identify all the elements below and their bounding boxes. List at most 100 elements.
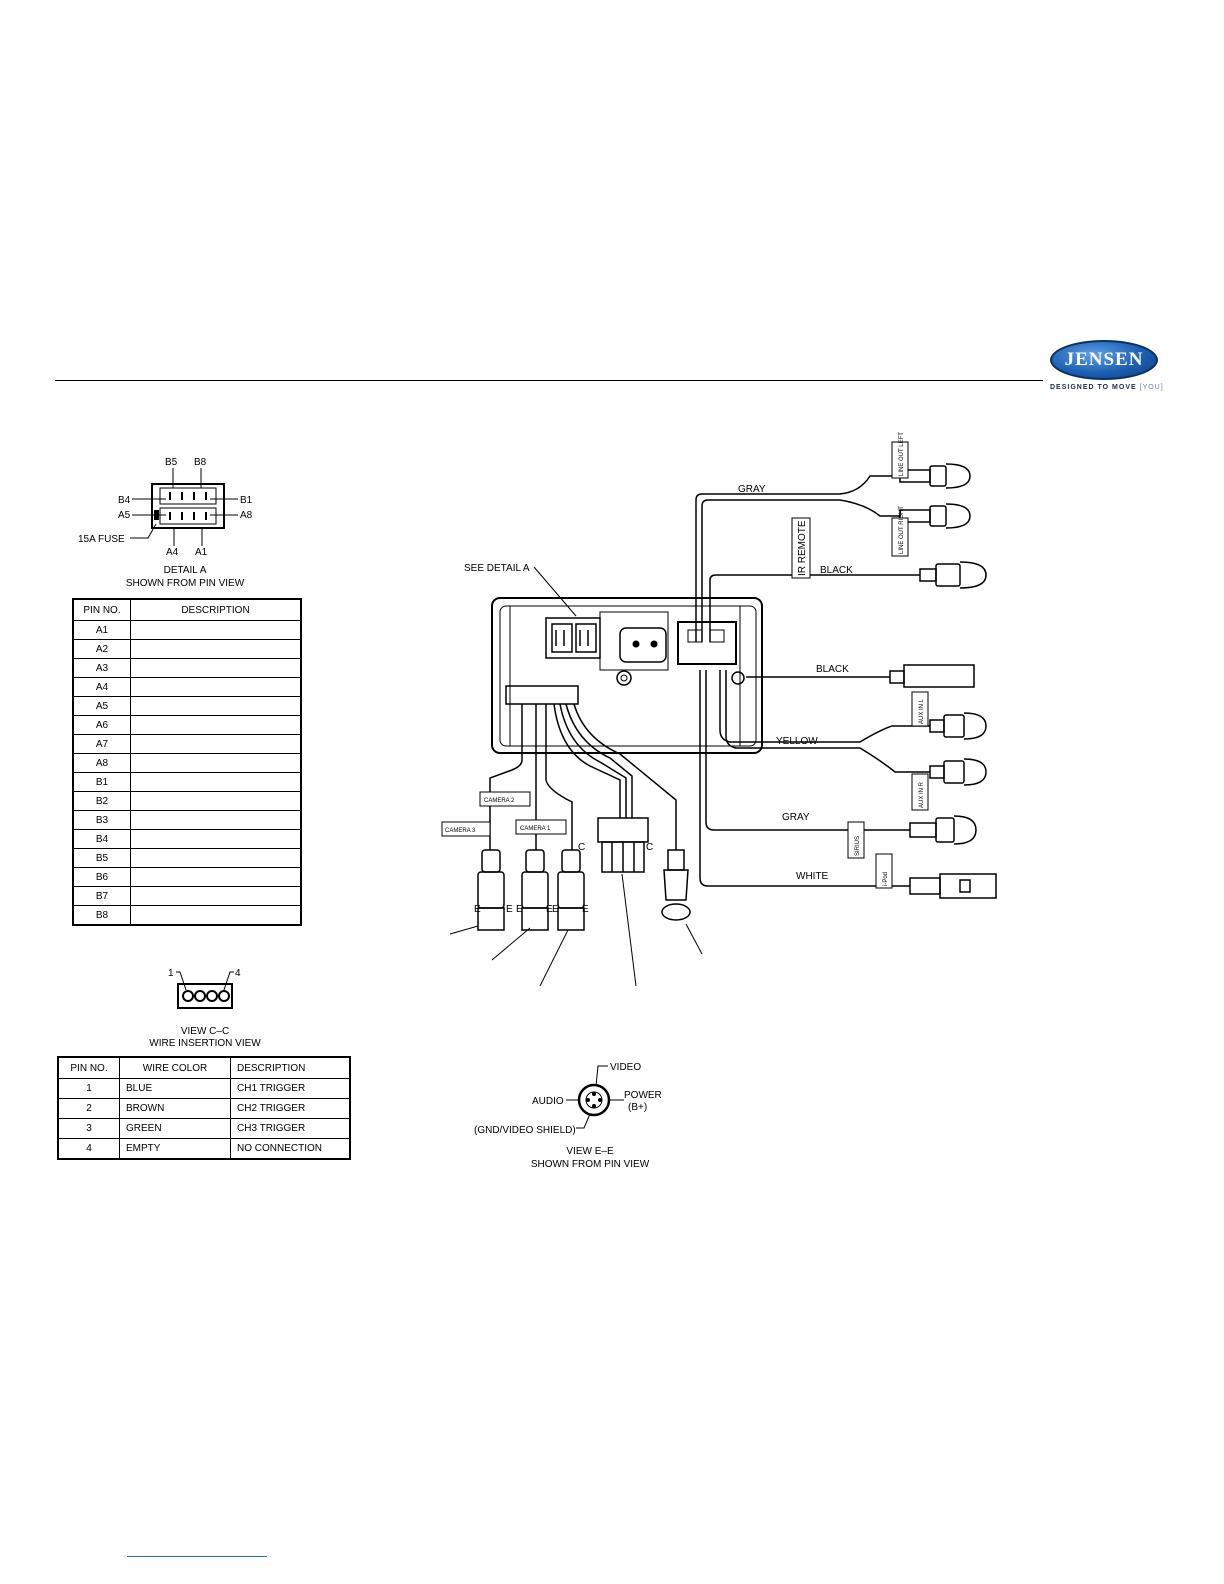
section-e-2: E (506, 904, 513, 915)
tag-line-out-left: LINE OUT LEFT (899, 432, 905, 476)
detail-a-inner-bottom (159, 507, 217, 525)
pin-cell: B1 (72, 772, 131, 792)
detail-a-pin-marks (169, 492, 207, 520)
vertical-tags (791, 441, 929, 889)
table-row: B5 (72, 848, 302, 868)
wire-yellow: YELLOW (776, 736, 818, 747)
view-e-gnd: (GND/VIDEO SHIELD) (474, 1125, 576, 1136)
color-cell: BLUE (119, 1078, 231, 1099)
view-e-audio: AUDIO (532, 1096, 564, 1107)
view-c-pin-last: 4 (235, 968, 241, 979)
label-b4: B4 (118, 495, 131, 506)
view-c-caption-1: VIEW C–C (181, 1026, 229, 1037)
camera2-tag: CAMERA 2 (484, 798, 515, 804)
color-cell: GREEN (119, 1118, 231, 1139)
label-b5: B5 (165, 457, 178, 468)
view-e-pins (586, 1092, 602, 1108)
detail-a-drawing: B5 B8 B4 B1 A5 A8 A4 A1 15A FUSE DETAIL … (78, 457, 253, 589)
desc-cell (130, 639, 302, 659)
view-e-caption-1: VIEW E–E (566, 1146, 614, 1157)
pin-table-c-header-pin: PIN NO. (57, 1056, 120, 1079)
desc-cell (130, 677, 302, 697)
pin-table-a: PIN NO. DESCRIPTION A1 A2 A3 A4 A5 A6 A7… (72, 598, 302, 926)
pin-cell: A3 (72, 658, 131, 678)
desc-cell (130, 696, 302, 716)
wire-black-mid: BLACK (816, 664, 849, 675)
camera3-tag: CAMERA 3 (445, 828, 476, 834)
label-a4: A4 (166, 547, 179, 558)
pin-cell: A2 (72, 639, 131, 659)
table-row: B2 (72, 791, 302, 811)
pin-cell: A4 (72, 677, 131, 697)
section-e-3: E (516, 904, 523, 915)
pin-cell: A5 (72, 696, 131, 716)
desc-cell (130, 905, 302, 926)
pin-cell: 3 (57, 1118, 120, 1139)
table-row: B4 (72, 829, 302, 849)
view-e-outer-ring (577, 1083, 611, 1117)
desc-cell (130, 772, 302, 792)
tag-sirius: SIRIUS (855, 836, 861, 856)
desc-cell (130, 810, 302, 830)
head-unit-chassis (491, 597, 763, 754)
table-row: A2 (72, 639, 302, 659)
desc-cell (130, 753, 302, 773)
view-e-video: VIDEO (610, 1062, 641, 1073)
trigger-connector (597, 817, 649, 873)
pin-cell: B4 (72, 829, 131, 849)
see-detail-a-label: SEE DETAIL A (464, 563, 530, 574)
pin-table-a-header: PIN NO. DESCRIPTION (72, 598, 302, 621)
chassis-detail-a-connector (545, 617, 601, 659)
section-e-4: E (546, 904, 553, 915)
desc-cell (130, 734, 302, 754)
table-row: B6 (72, 867, 302, 887)
desc-cell: CH1 TRIGGER (230, 1078, 351, 1099)
table-row: B3 (72, 810, 302, 830)
tag-ir-remote: IR REMOTE (797, 520, 808, 576)
view-e-drawing: VIDEO AUDIO POWER (B+) (GND/VIDEO SHIELD… (474, 1062, 662, 1170)
color-cell: BROWN (119, 1098, 231, 1119)
callout-leaders (449, 873, 703, 987)
camera-cables (489, 703, 677, 850)
tag-line-out-right: LINE OUT RIGHT (899, 506, 905, 554)
desc-cell (130, 867, 302, 887)
label-a8: A8 (240, 510, 253, 521)
detail-a-caption-2: SHOWN FROM PIN VIEW (126, 578, 245, 589)
table-row: A8 (72, 753, 302, 773)
pin-cell: A8 (72, 753, 131, 773)
label-b8: B8 (194, 457, 207, 468)
table-row: A3 (72, 658, 302, 678)
desc-cell (130, 886, 302, 906)
tag-aux-in-r: AUX IN R (919, 781, 925, 808)
view-e-caption-2: SHOWN FROM PIN VIEW (531, 1159, 650, 1170)
wire-white: WHITE (796, 871, 829, 882)
pin-cell: B2 (72, 791, 131, 811)
desc-cell (130, 829, 302, 849)
view-e-leaders (566, 1065, 624, 1129)
view-c-leaders (176, 971, 234, 991)
desc-cell: NO CONNECTION (230, 1138, 351, 1160)
view-e-power: POWER (624, 1090, 662, 1101)
desc-cell: CH2 TRIGGER (230, 1098, 351, 1119)
section-e-5: E (552, 904, 559, 915)
section-e-1: E (474, 904, 481, 915)
section-e-6: E (582, 904, 589, 915)
view-c-caption-2: WIRE INSERTION VIEW (149, 1038, 261, 1049)
table-row: A6 (72, 715, 302, 735)
pin-table-a-header-pin: PIN NO. (72, 598, 131, 621)
desc-cell (130, 715, 302, 735)
pin-cell: B6 (72, 867, 131, 887)
pin-cell: 1 (57, 1078, 120, 1099)
pin-cell: A1 (72, 620, 131, 640)
view-c-connector-body (177, 983, 233, 1009)
wire-gray-bottom: GRAY (782, 812, 810, 823)
harness-wires (695, 475, 930, 887)
desc-cell (130, 658, 302, 678)
table-row: B7 (72, 886, 302, 906)
tag-aux-in-l: AUX IN L (919, 698, 925, 724)
detail-a-inner-top (159, 487, 217, 505)
camera-jack (661, 849, 691, 921)
